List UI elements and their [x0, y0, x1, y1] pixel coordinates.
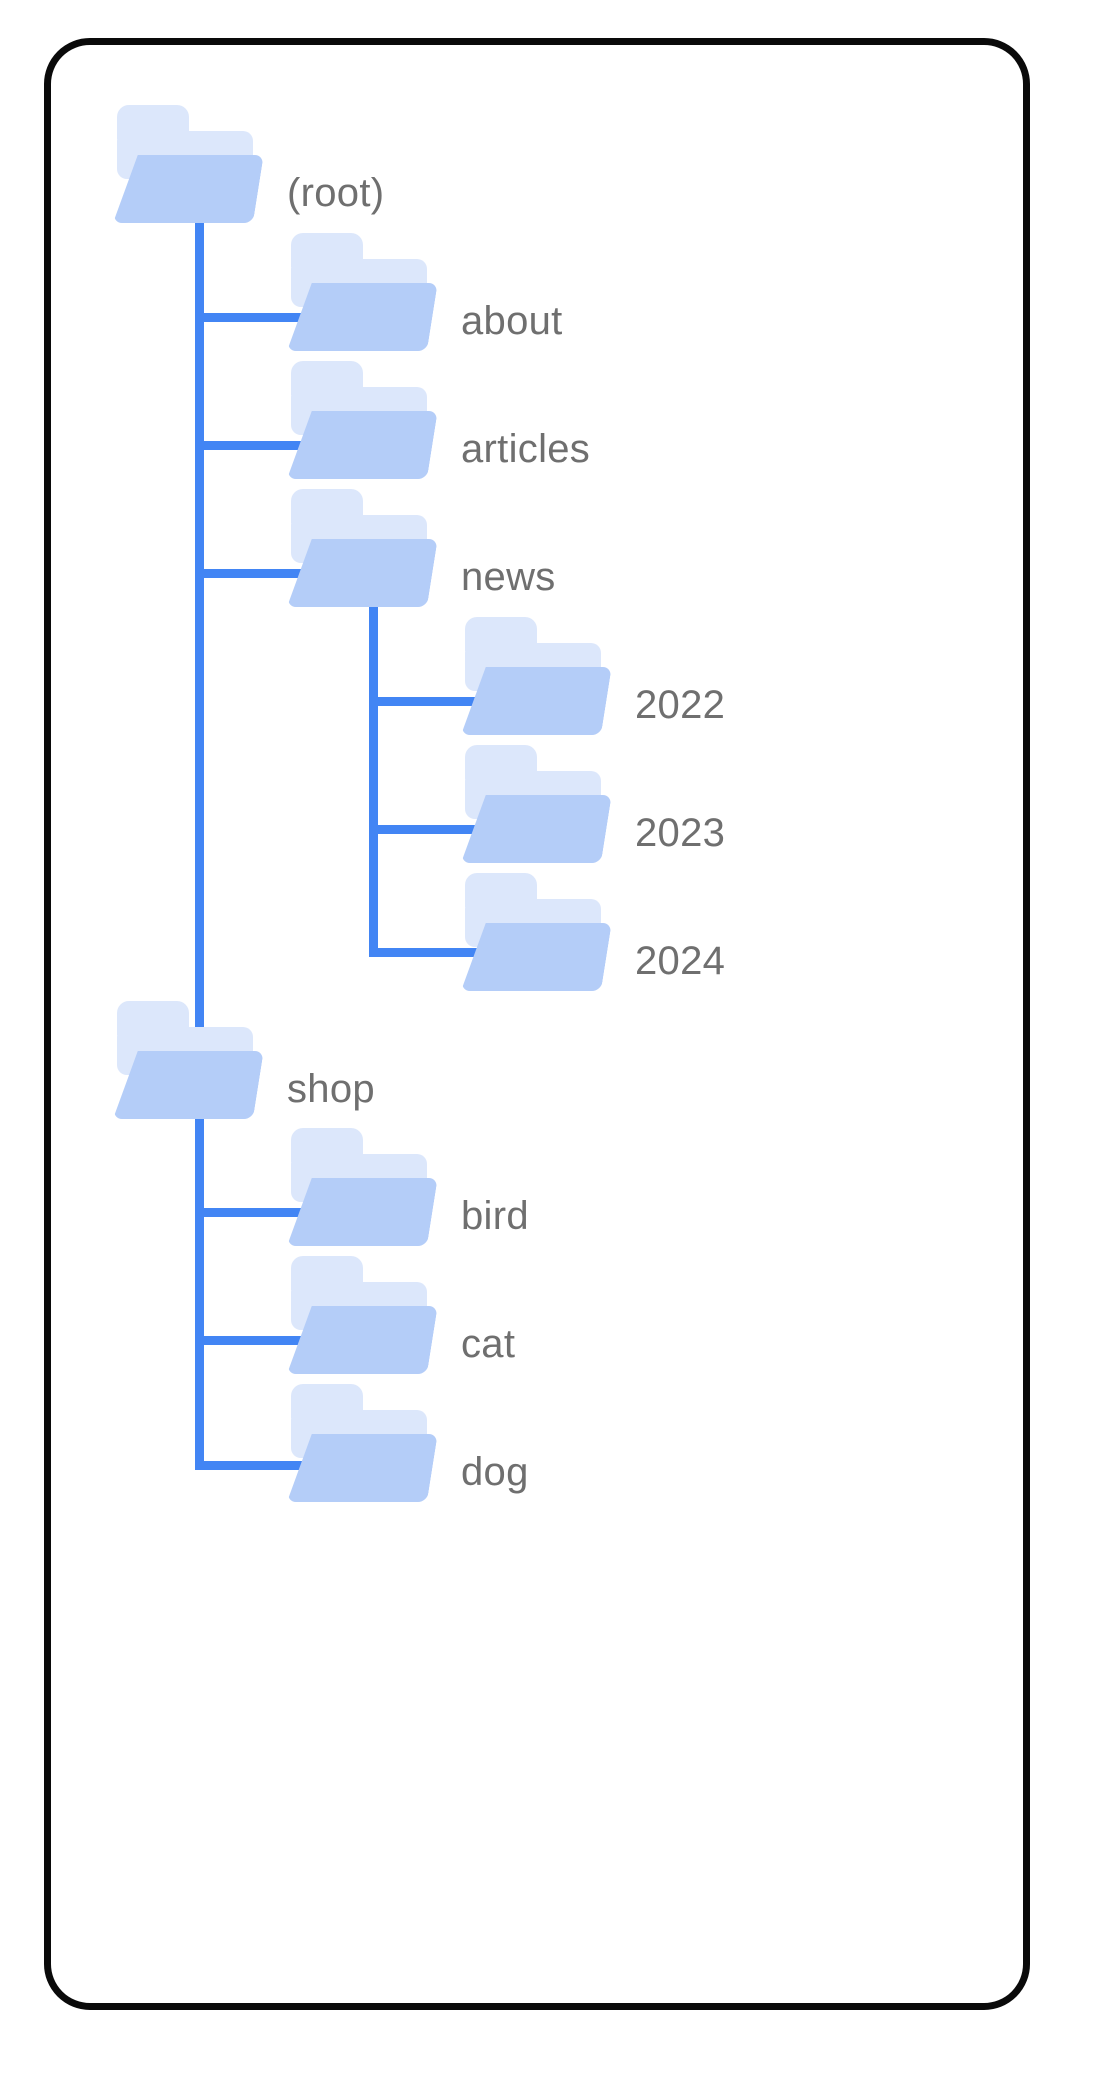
tree-node-label: dog — [461, 1450, 529, 1494]
folder-icon — [457, 873, 607, 991]
folder-icon — [283, 361, 433, 479]
folder-icon — [109, 1001, 259, 1119]
folder-front-icon — [287, 283, 438, 351]
folder-icon — [457, 745, 607, 863]
connector-root-news — [195, 569, 360, 578]
tree-node-label: news — [461, 555, 556, 599]
folder-front-icon — [461, 795, 612, 863]
folder-front-icon — [461, 923, 612, 991]
tree-node-label: articles — [461, 427, 591, 471]
tree-node-label: 2023 — [635, 811, 726, 855]
folder-icon — [457, 617, 607, 735]
connector-root-trunk — [195, 185, 204, 1385]
connector-shop-bird — [195, 1208, 360, 1217]
connector-news-2022 — [369, 697, 534, 706]
tree-node-label: 2024 — [635, 939, 726, 983]
tree-node-label: cat — [461, 1322, 516, 1366]
folder-icon — [283, 1128, 433, 1246]
folder-icon — [283, 1256, 433, 1374]
tree-node-label: (root) — [287, 171, 385, 215]
folder-icon — [283, 1384, 433, 1502]
folder-front-icon — [461, 667, 612, 735]
connector-shop-trunk — [195, 1080, 204, 1470]
connector-root-articles — [195, 441, 360, 450]
folder-front-icon — [113, 1051, 264, 1119]
folder-icon — [283, 233, 433, 351]
tree-node-label: bird — [461, 1194, 529, 1238]
connector-shop-dog — [195, 1461, 360, 1470]
connector-news-trunk — [369, 569, 378, 957]
diagram-card: (root) about articles — [44, 38, 1030, 2010]
folder-icon — [283, 489, 433, 607]
connector-root-about — [195, 313, 360, 322]
folder-front-icon — [287, 1434, 438, 1502]
tree-node-label: 2022 — [635, 683, 726, 727]
folder-front-icon — [287, 1178, 438, 1246]
connector-shop-cat — [195, 1336, 360, 1345]
tree-canvas: (root) about articles — [51, 45, 1037, 2017]
folder-front-icon — [287, 411, 438, 479]
folder-front-icon — [287, 539, 438, 607]
folder-icon — [109, 105, 259, 223]
tree-node-label: shop — [287, 1067, 375, 1111]
connector-news-2023 — [369, 825, 534, 834]
folder-front-icon — [113, 155, 264, 223]
tree-node-label: about — [461, 299, 563, 343]
connector-news-2024 — [369, 948, 534, 957]
folder-front-icon — [287, 1306, 438, 1374]
